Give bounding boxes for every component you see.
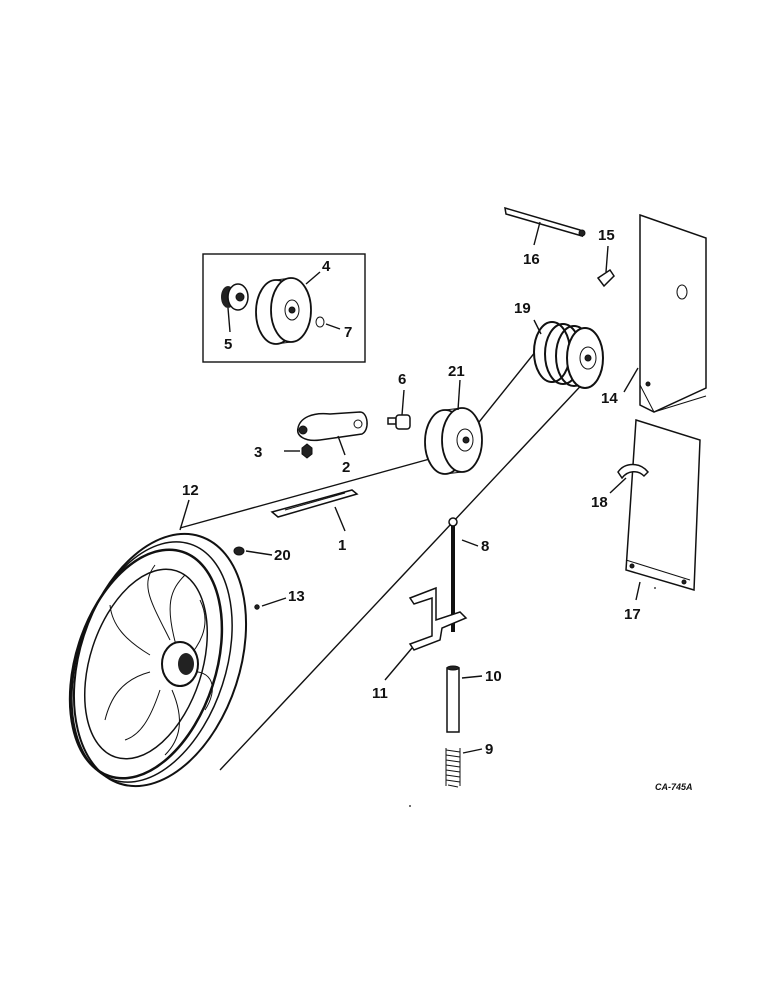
- large-sheave: [68, 532, 248, 788]
- callouts: 1 2 3 4 5 6 7 8 9 10 11 12 13 14 15 16 1…: [182, 227, 641, 758]
- callout-5: 5: [224, 336, 232, 353]
- callout-20: 20: [274, 547, 291, 564]
- callout-13: 13: [288, 588, 305, 605]
- callout-16: 16: [523, 251, 540, 268]
- callout-6: 6: [398, 371, 406, 388]
- upper-shield: [639, 213, 707, 413]
- callout-3: 3: [254, 444, 262, 461]
- speck: [654, 587, 656, 589]
- callout-4: 4: [322, 258, 331, 275]
- spring-clip: [617, 463, 650, 480]
- spacer-tube: [446, 665, 460, 733]
- drawing-code: CA-745A: [655, 782, 693, 792]
- key: [254, 604, 260, 610]
- callout-2: 2: [342, 459, 350, 476]
- idler-pulley: [424, 407, 483, 475]
- adjusting-rod: [504, 206, 586, 238]
- pulley-assembly-inset: [202, 253, 366, 363]
- clip: [596, 268, 615, 288]
- callout-10: 10: [485, 668, 502, 685]
- callout-12: 12: [182, 482, 199, 499]
- callout-17: 17: [624, 606, 641, 623]
- speck: [409, 805, 411, 807]
- callout-21: 21: [448, 363, 465, 380]
- leader-lines: [179, 221, 641, 754]
- bracket: [408, 586, 468, 651]
- shoulder-bolt: [387, 414, 411, 430]
- compression-spring: [445, 748, 461, 788]
- callout-18: 18: [591, 494, 608, 511]
- belt-guide: [270, 489, 359, 518]
- lower-shield: [625, 419, 701, 591]
- callout-19: 19: [514, 300, 531, 317]
- idler-arm: [297, 411, 368, 442]
- drive-pulley: [533, 321, 604, 389]
- callout-15: 15: [598, 227, 615, 244]
- callout-1: 1: [338, 537, 346, 554]
- callout-7: 7: [344, 324, 352, 341]
- callout-11: 11: [372, 685, 388, 702]
- callout-8: 8: [481, 538, 489, 555]
- nut: [301, 443, 313, 459]
- callout-9: 9: [485, 741, 493, 758]
- set-screw: [233, 546, 245, 556]
- callout-14: 14: [601, 390, 618, 407]
